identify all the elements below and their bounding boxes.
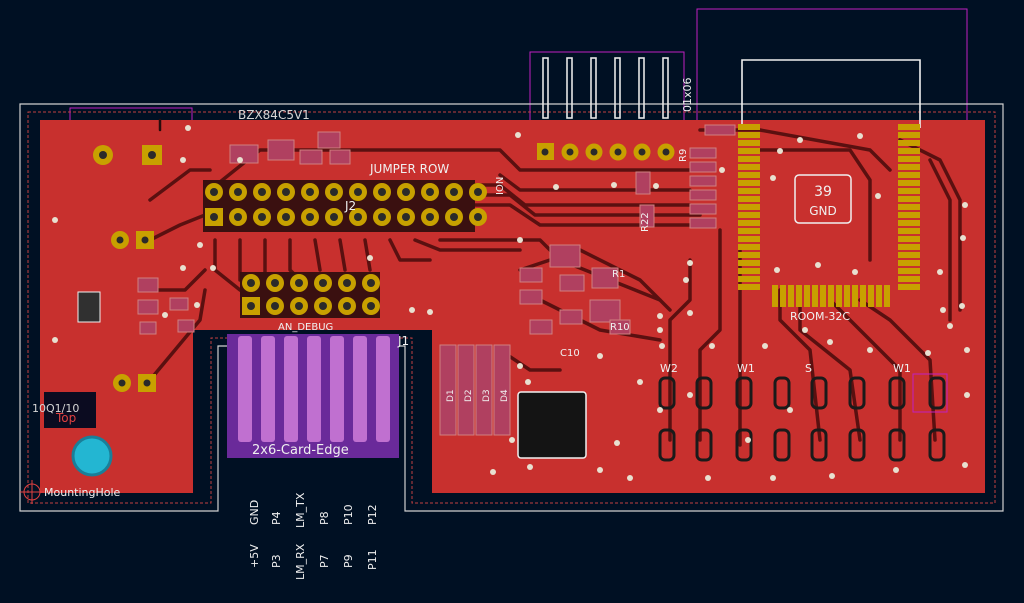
main-ic[interactable]: [517, 391, 587, 459]
led-array[interactable]: [439, 344, 511, 436]
corner-ref-label: 10Q1/10: [32, 402, 79, 415]
via-icon: [52, 125, 970, 481]
finger-label: P4: [270, 511, 283, 525]
connector-vertical-label: ION: [495, 177, 506, 195]
gnd-pad-name: GND: [809, 204, 837, 218]
d4-label: D4: [500, 389, 510, 402]
w2-label: W2: [660, 362, 678, 375]
finger-label: P7: [318, 554, 331, 568]
top-marker-box: [44, 392, 96, 428]
jumper-row-label: JUMPER ROW: [369, 162, 449, 176]
d3-label: D3: [482, 389, 492, 402]
s-label: S: [805, 362, 812, 375]
left-smd-components[interactable]: [77, 131, 351, 335]
crosshair-icon: [20, 480, 44, 504]
d1-label: D1: [446, 389, 456, 402]
jumper-row-header[interactable]: [203, 180, 487, 232]
r9-label: R9: [678, 149, 689, 162]
j2-label: J2: [344, 199, 356, 213]
gnd-thermal-pad[interactable]: [794, 174, 852, 224]
finger-label: P3: [270, 554, 283, 568]
top-marker-label: Top: [55, 411, 76, 425]
c10-label: C10: [560, 348, 580, 359]
card-edge-label: 2x6-Card-Edge: [252, 443, 349, 458]
mounting-hole-icon[interactable]: [71, 435, 113, 477]
board-edge-outline: [19, 103, 1004, 512]
slot-pads[interactable]: [658, 376, 946, 462]
header-1x06-holes: [541, 148, 670, 156]
module-right-pads[interactable]: [898, 124, 920, 290]
left-through-hole-pads[interactable]: [93, 145, 162, 392]
d2-label: D2: [464, 389, 474, 402]
gnd-pad-number: 39: [814, 184, 832, 200]
finger-labels-bottom-row: GND P4 LM_TX P8 P10 P12: [248, 492, 379, 528]
r22-label: R22: [640, 212, 651, 232]
pin-header-leads: [542, 57, 669, 119]
module-antenna-outline: [741, 59, 921, 128]
finger-label: +5V: [248, 544, 261, 568]
slot-courtyard: [912, 373, 948, 413]
r1-label: R1: [612, 269, 625, 280]
w1b-label: W1: [893, 362, 911, 375]
w1-label: W1: [737, 362, 755, 375]
finger-label: P10: [342, 504, 355, 525]
finger-label: LM_RX: [294, 543, 307, 580]
finger-labels-top-row: +5V P3 LM_RX P7 P9 P11: [248, 543, 379, 580]
module-bottom-pads[interactable]: [772, 285, 890, 307]
j1-label: J1: [397, 334, 409, 348]
module-left-pads[interactable]: [738, 124, 760, 290]
resistor-array[interactable]: [689, 124, 736, 229]
finger-label: LM_TX: [294, 492, 307, 528]
mounting-hole-label: MountingHole: [44, 486, 121, 499]
finger-label: P9: [342, 554, 355, 568]
finger-label: P11: [366, 549, 379, 570]
finger-label: P8: [318, 511, 331, 525]
an-debug-label: AN_DEBUG: [278, 322, 333, 333]
module-label: ROOM-32C: [790, 310, 850, 323]
zener-label: BZX84C5V1: [238, 108, 310, 122]
header-right-label: 01x06: [681, 77, 694, 112]
board-edge-inner: [27, 111, 996, 504]
finger-label: P12: [366, 504, 379, 525]
r10-label: R10: [610, 322, 630, 333]
finger-label: GND: [248, 500, 261, 525]
an-debug-header[interactable]: [240, 272, 380, 318]
mid-smd-components[interactable]: [519, 171, 655, 335]
card-edge-connector[interactable]: [227, 334, 399, 458]
